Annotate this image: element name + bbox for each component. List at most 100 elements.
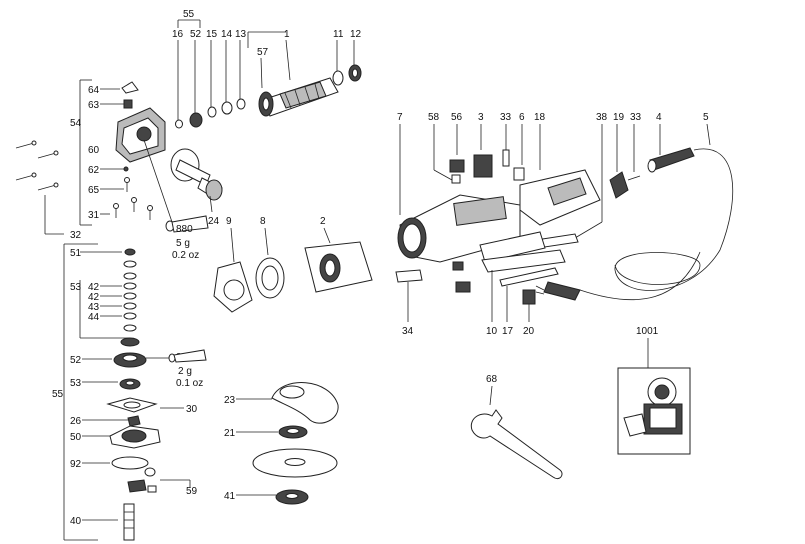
grinding-disc [252, 448, 338, 478]
sticker-34 [395, 269, 423, 283]
gasket-plate-30 [106, 397, 158, 413]
label-92: 92 [70, 459, 82, 470]
label-21: 21 [224, 428, 236, 439]
bracket-55-side [63, 243, 191, 541]
spring-63 [123, 99, 133, 109]
label-51: 51 [70, 248, 82, 259]
bearing-flange-9 [213, 261, 253, 313]
label-15: 15 [206, 29, 218, 40]
pin-33-a [502, 149, 510, 167]
label-17: 17 [502, 326, 514, 337]
label-880: 880 [176, 224, 193, 235]
label-62: 62 [88, 165, 100, 176]
field-coil-2 [304, 241, 373, 293]
label-6: 6 [519, 112, 525, 123]
label-30: 30 [186, 404, 198, 415]
label-20: 20 [523, 326, 535, 337]
label-7: 7 [397, 112, 403, 123]
label-40: 40 [70, 516, 82, 527]
lock-pin-26 [127, 415, 141, 427]
label-34: 34 [402, 326, 414, 337]
label-53-b: 53 [70, 378, 82, 389]
cable-sleeve-4 [647, 147, 695, 173]
label-41: 41 [224, 491, 236, 502]
switch-3 [473, 154, 493, 178]
leader-9 [230, 227, 235, 263]
label-33-b: 33 [630, 112, 642, 123]
clip-64 [121, 81, 139, 94]
grease-tube-885 [168, 349, 207, 363]
wheel-guard-23 [271, 382, 339, 424]
label-11: 11 [333, 29, 344, 40]
label-26: 26 [70, 416, 82, 427]
button-59 [127, 467, 157, 493]
weight-5g: 5 g [176, 238, 190, 249]
label-59: 59 [186, 486, 198, 497]
inset-frame-1001 [617, 367, 691, 455]
label-3: 3 [478, 112, 484, 123]
label-16: 16 [172, 29, 184, 40]
label-32: 32 [70, 230, 82, 241]
clamping-nut-41 [275, 489, 309, 505]
weight-0-2oz: 0.2 oz [172, 250, 199, 261]
label-42-b: 42 [88, 292, 100, 303]
label-33-a: 33 [500, 112, 512, 123]
label-24: 24 [208, 216, 220, 227]
label-42-a: 42 [88, 282, 100, 293]
label-56: 56 [451, 112, 463, 123]
label-52-top: 52 [190, 29, 202, 40]
label-63: 63 [88, 100, 100, 111]
label-68: 68 [486, 374, 498, 385]
label-54: 54 [70, 118, 82, 129]
brush-holders-56-58 [449, 159, 465, 184]
screws-32 [15, 140, 59, 191]
electronics-10 [452, 231, 566, 293]
label-4: 4 [656, 112, 662, 123]
side-handle-24 [170, 148, 223, 201]
label-18: 18 [534, 112, 546, 123]
label-9: 9 [226, 216, 232, 227]
leader-2 [323, 227, 331, 244]
label-65: 65 [88, 185, 100, 196]
label-52-side: 52 [70, 355, 82, 366]
o-ring-92 [111, 456, 149, 470]
label-50: 50 [70, 432, 82, 443]
label-1001: 1001 [636, 326, 659, 337]
screw-65 [124, 177, 130, 192]
switch-rod-17 [499, 267, 559, 287]
pin-wrench-68 [470, 409, 563, 480]
label-57: 57 [257, 47, 269, 58]
label-55-side: 55 [52, 389, 64, 400]
slide-switch-20 [522, 289, 536, 305]
label-31: 31 [88, 210, 100, 221]
leader-880 [143, 139, 173, 223]
weight-0-1oz: 0.1 oz [176, 378, 203, 389]
grease-tube-880 [165, 215, 209, 233]
label-2: 2 [320, 216, 326, 227]
label-5: 5 [703, 112, 709, 123]
label-53-a: 53 [70, 282, 82, 293]
label-43: 43 [88, 302, 100, 313]
label-64: 64 [88, 85, 100, 96]
label-19: 19 [613, 112, 625, 123]
pin-62 [123, 166, 129, 172]
spindle-head-part-60 [115, 107, 166, 163]
screws-31 [113, 197, 153, 220]
label-12: 12 [350, 29, 362, 40]
bearing-11 [332, 70, 344, 86]
label-23: 23 [224, 395, 236, 406]
label-58: 58 [428, 112, 440, 123]
label-13: 13 [235, 29, 247, 40]
label-14: 14 [221, 29, 233, 40]
label-8: 8 [260, 216, 266, 227]
label-38: 38 [596, 112, 608, 123]
washer-stack-42-44-51 [120, 248, 140, 347]
bracket-54 [44, 79, 125, 235]
label-60: 60 [88, 145, 100, 156]
leader-8 [264, 227, 269, 256]
leader-68 [489, 385, 493, 406]
screw-33-b [627, 175, 641, 181]
seal-ring-8 [255, 257, 285, 299]
label-44: 44 [88, 312, 100, 323]
bracket-55-top [177, 19, 201, 28]
